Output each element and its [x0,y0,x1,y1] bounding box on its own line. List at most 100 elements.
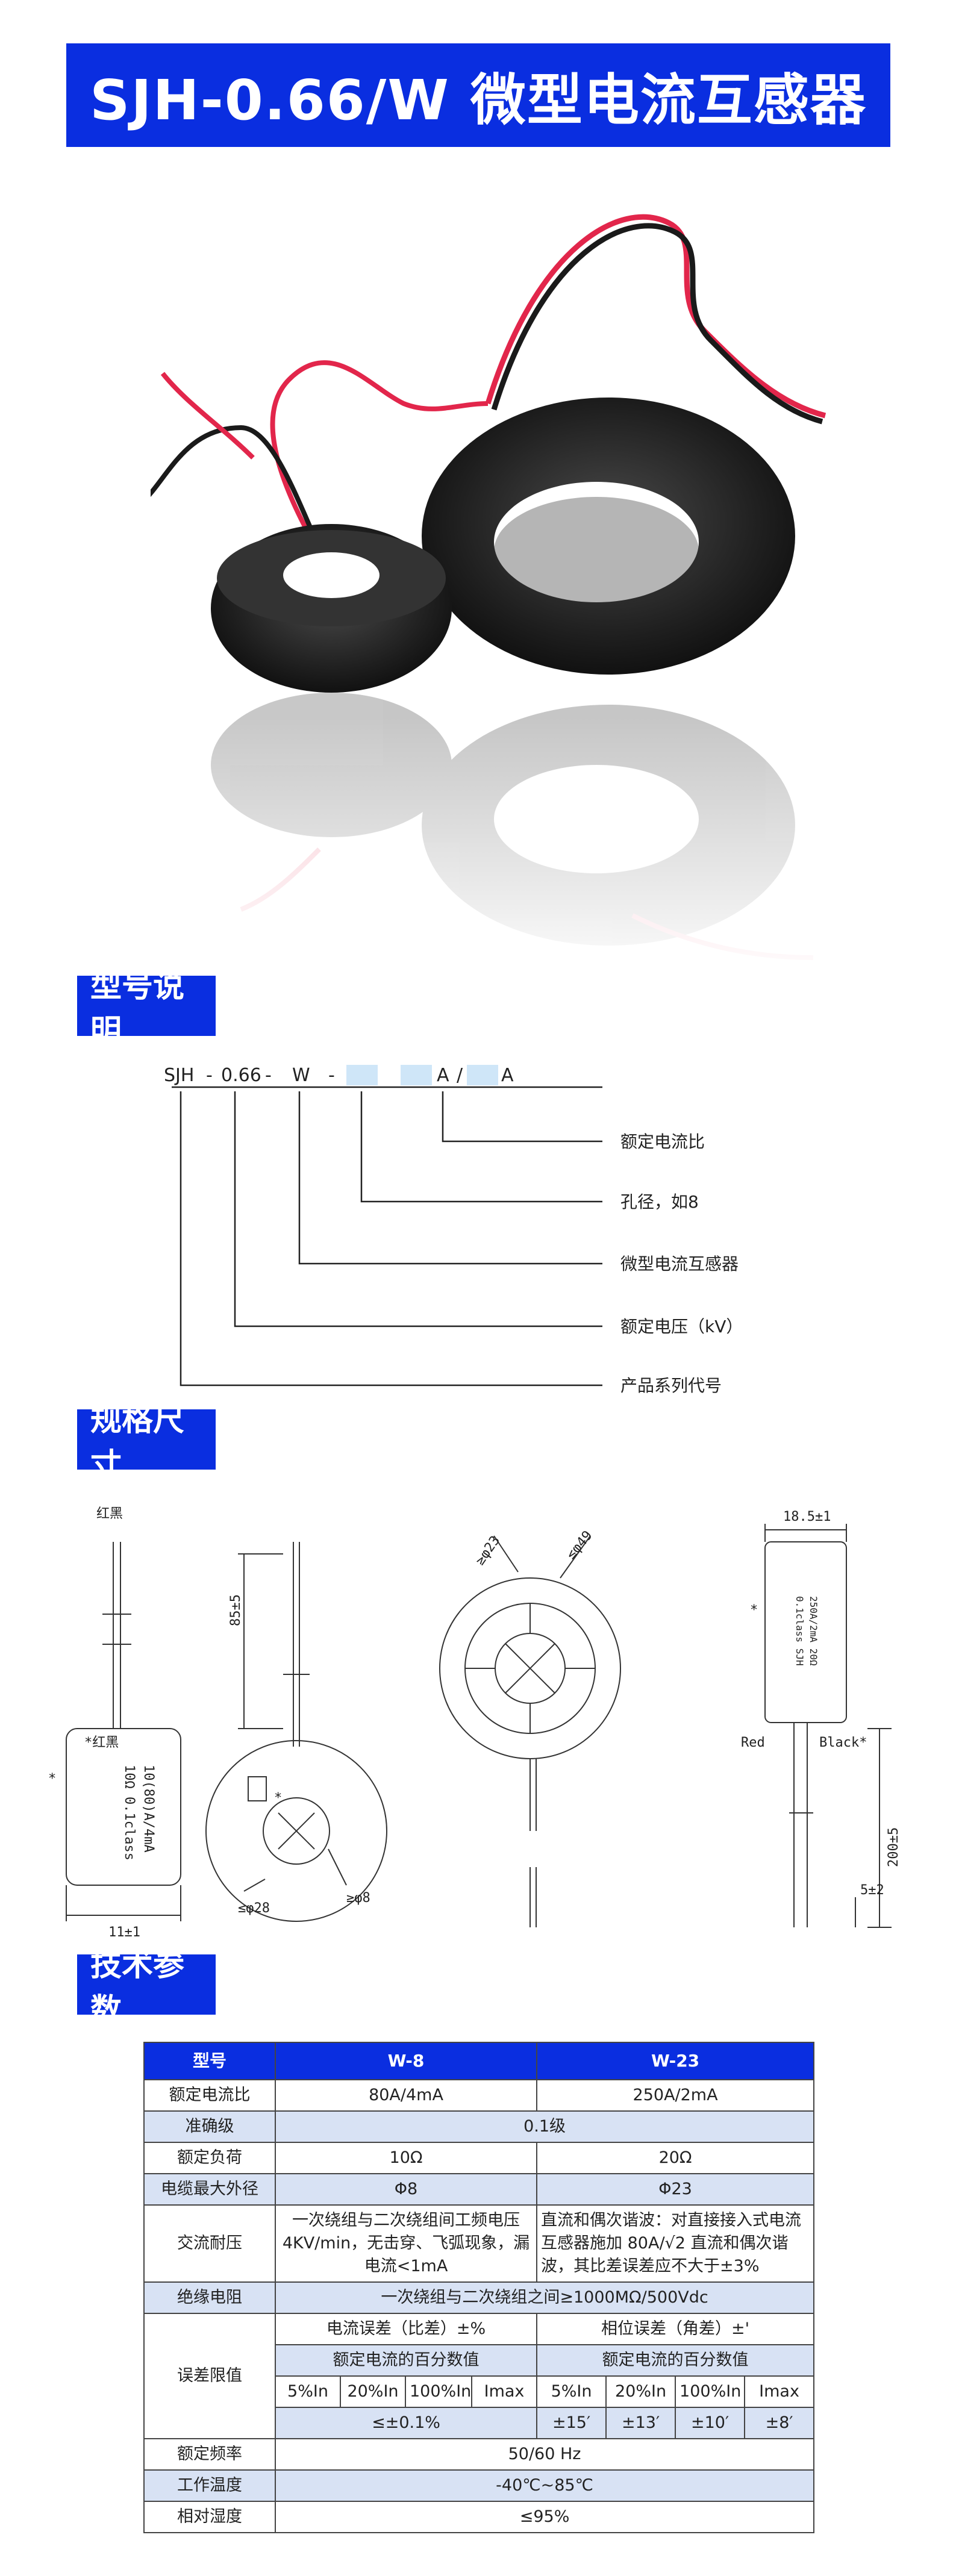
cell-value: 250A/2mA [536,2079,815,2112]
cell-value: ±8′ [744,2407,815,2439]
table-row: 绝缘电阻 一次绕组与二次绕组之间≥1000MΩ/500Vdc [143,2281,815,2314]
code-voltage: 0.66 [221,1065,261,1086]
row-label: 准确级 [143,2110,276,2143]
table-row: 额定频率 50/60 Hz [143,2438,815,2471]
code-dash-1: - [206,1065,213,1086]
code-dash-3: - [328,1065,335,1086]
row-label: 相对湿度 [143,2501,276,2533]
code-box-secondary [467,1065,498,1085]
cell-value: 20%In [340,2375,406,2408]
dim-red-lead: Red [741,1735,765,1750]
dim-spec-right-2: 0.1class SJH [794,1596,805,1666]
dim-star-red: *红黑 [84,1735,119,1750]
section-dimensions-heading: 规格尺寸 [77,1402,216,1483]
code-box-aperture [346,1065,378,1085]
table-row: 相对湿度 ≤95% [143,2501,815,2533]
cell-value: Φ8 [274,2173,538,2206]
note-voltage: 额定电压（kV） [620,1317,743,1336]
dim-length-85: 85±5 [228,1594,243,1626]
dim-star-mid: * [274,1791,282,1806]
cell-value: ±13′ [605,2407,676,2439]
code-box-primary [401,1065,432,1085]
dim-outer-dia-28: ≤φ28 [238,1901,270,1916]
row-label: 绝缘电阻 [143,2281,276,2314]
dim-rating: 10(80)A/4mA [141,1765,156,1853]
section-params-heading: 技术参数 [77,1947,216,2029]
dim-width-185: 18.5±1 [783,1509,831,1524]
row-label: 额定频率 [143,2438,276,2471]
cell-value: 20%In [605,2375,676,2408]
note-series: 产品系列代号 [620,1376,722,1396]
cell-value: 50/60 Hz [274,2438,815,2471]
cell-value: 10Ω [274,2142,538,2174]
cell-value: 一次绕组与二次绕组之间≥1000MΩ/500Vdc [274,2281,815,2314]
table-row: 交流耐压 一次绕组与二次绕组间工频电压 4KV/min，无击穿、飞弧现象，漏电流… [143,2204,815,2283]
cell-value: Φ23 [536,2173,815,2206]
table-row: 额定电流的百分数值 额定电流的百分数值 [144,2344,815,2377]
cell-value: 电流误差（比差）±% [274,2313,538,2345]
dim-star-right: * [750,1603,758,1618]
table-row: 电缆最大外径 Φ8 Φ23 [143,2173,815,2206]
model-code-diagram: SJH - 0.66 - W - A / A 额定电流比 孔径，如8 微型电流互… [164,1065,743,1396]
dimension-drawings: 红黑 * *红黑 10(80)A/4mA 10Ω 0.1class 11±1 8… [48,1506,901,1940]
cell-value: 0.1级 [274,2110,815,2143]
cell-value: 5%In [536,2375,607,2408]
row-label: 交流耐压 [143,2204,276,2283]
cell-value: -40℃~85℃ [274,2469,815,2502]
code-slash: / [457,1065,463,1086]
cell-value: 100%In [405,2375,472,2408]
cell-value: 相位误差（角差）±' [536,2313,815,2345]
note-ratio: 额定电流比 [620,1132,705,1152]
header-w23: W-23 [536,2042,815,2080]
dim-black-lead: Black* [819,1735,867,1750]
cell-value: 额定电流的百分数值 [274,2344,538,2377]
table-row: ≤±0.1% ±15′ ±13′ ±10′ ±8′ [144,2407,815,2439]
cell-value: 100%In [675,2375,746,2408]
dim-inner-dia-8: ≥φ8 [346,1891,370,1906]
code-a-1: A [437,1065,449,1086]
dim-star-left: * [48,1771,56,1786]
spec-table: 型号 W-8 W-23 额定电流比 80A/4mA 250A/2mA 准确级 0… [143,2042,815,2533]
note-aperture: 孔径，如8 [620,1192,699,1212]
header-w8: W-8 [274,2042,538,2080]
row-label: 工作温度 [143,2469,276,2502]
cell-value: Imax [470,2375,538,2408]
cell-value: 一次绕组与二次绕组间工频电压 4KV/min，无击穿、飞弧现象，漏电流<1mA [274,2204,538,2283]
cell-value: ±15′ [536,2407,607,2439]
cell-value: 5%In [275,2375,341,2408]
code-a-2: A [501,1065,514,1086]
row-label: 额定负荷 [143,2142,276,2174]
cell-value: Imax [744,2375,815,2408]
table-row: 额定负荷 10Ω 20Ω [143,2142,815,2174]
dim-length-200: 200±5 [886,1827,901,1867]
cell-value: 80A/4mA [274,2079,538,2112]
cell-value: 20Ω [536,2142,815,2174]
header-model: 型号 [143,2042,276,2080]
dim-inner-dia-23: ≥φ23 [472,1533,503,1568]
dim-rating-2: 10Ω 0.1class [122,1765,137,1860]
dim-length-5: 5±2 [860,1883,884,1898]
note-type: 微型电流互感器 [620,1254,739,1274]
table-row: 额定电流比 80A/4mA 250A/2mA [143,2079,815,2112]
table-header-row: 型号 W-8 W-23 [143,2042,815,2080]
table-row: 准确级 0.1级 [143,2110,815,2143]
section-model-heading: 型号说明 [77,968,216,1050]
row-label: 额定电流比 [143,2079,276,2112]
cell-value: 直流和偶次谐波：对直接接入式电流互感器施加 80A/√2 直流和偶次谐波，其比差… [536,2204,815,2283]
dim-width-11: 11±1 [108,1925,140,1940]
dim-spec-right-1: 250A/2mA 20Ω [808,1596,819,1666]
row-label: 电缆最大外径 [143,2173,276,2206]
dim-wire-colors: 红黑 [96,1506,123,1521]
table-row: 工作温度 -40℃~85℃ [143,2469,815,2502]
code-dash-2: - [265,1065,272,1086]
table-row: 误差限值 电流误差（比差）±% 相位误差（角差）±' [143,2313,815,2439]
table-row: 5%In 20%In 100%In Imax 5%In 20%In 100%In… [144,2375,815,2408]
row-label: 误差限值 [143,2313,276,2439]
cell-value: ≤95% [274,2501,815,2533]
product-photo [151,214,843,988]
cell-value: ≤±0.1% [274,2407,538,2439]
title-banner: SJH-0.66/W 微型电流互感器 [66,43,890,147]
code-w: W [292,1065,310,1086]
cell-value: 额定电流的百分数值 [536,2344,815,2377]
page-title: SJH-0.66/W 微型电流互感器 [90,67,867,133]
